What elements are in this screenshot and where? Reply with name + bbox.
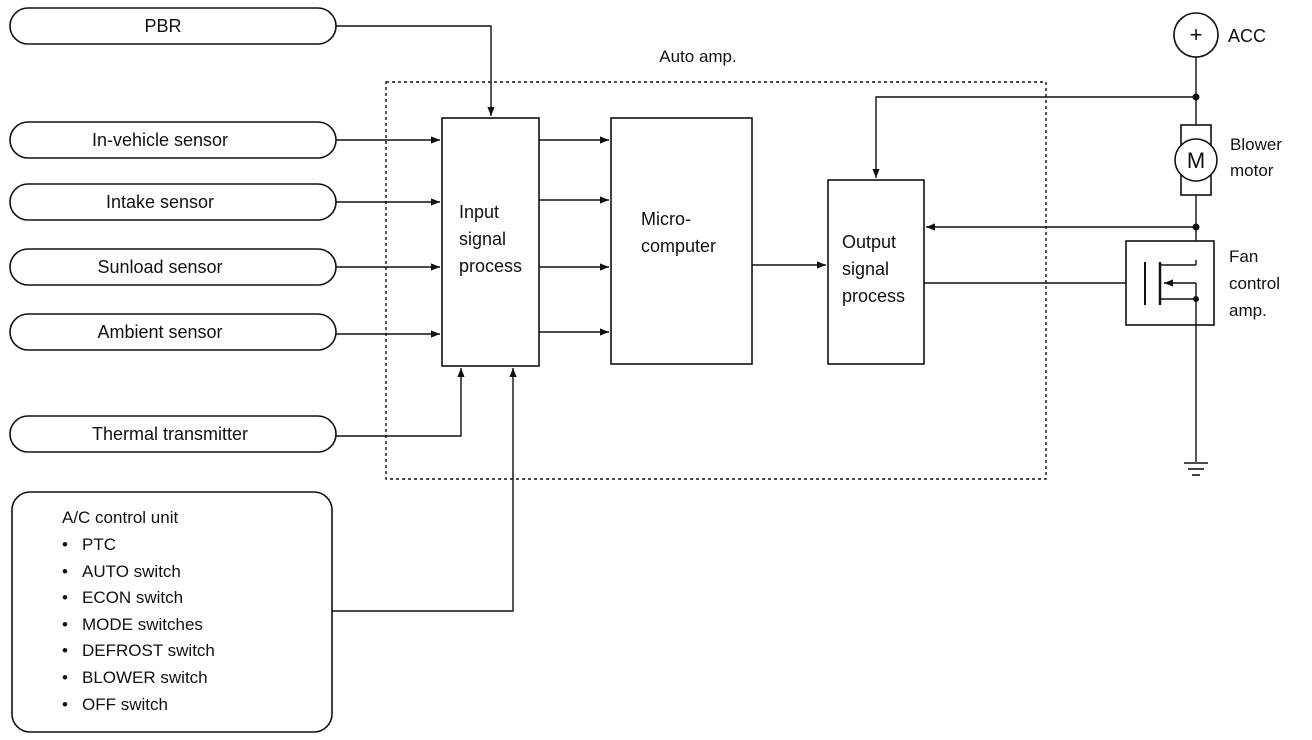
blower-motor: M Blower motor (1174, 124, 1282, 196)
micro-line1: Micro- (641, 209, 691, 229)
intake-sensor: Intake sensor (9, 183, 337, 221)
output-process-line1: Output (842, 232, 896, 252)
output-process-line3: process (842, 286, 905, 306)
ambient-sensor: Ambient sensor (9, 313, 337, 351)
input-signal-process-block: Input signal process (441, 117, 540, 367)
ac-item-mode-switches: MODE switches (82, 615, 203, 634)
fan-control-line3: amp. (1229, 301, 1267, 320)
pbr-input: PBR (9, 7, 337, 45)
input-process-line2: signal (459, 229, 506, 249)
ambient-sensor-label: Ambient sensor (97, 322, 222, 342)
acc-feedback-wire (872, 96, 1196, 178)
ac-item-econ-switch: ECON switch (82, 588, 183, 607)
junction-dot (1192, 93, 1200, 101)
microcomputer-block: Micro- computer (610, 117, 753, 365)
ac-item-off-switch: OFF switch (82, 695, 168, 714)
fan-control-line1: Fan (1229, 247, 1258, 266)
pbr-label: PBR (144, 16, 181, 36)
ground-icon (1184, 462, 1208, 476)
blower-motor-line1: Blower (1230, 135, 1282, 154)
ac-item-auto-switch: AUTO switch (82, 562, 181, 581)
output-process-line2: signal (842, 259, 889, 279)
acc-terminal: + ACC (1173, 12, 1266, 58)
auto-amp-boundary (385, 81, 1047, 480)
thermal-transmitter: Thermal transmitter (9, 415, 337, 453)
ac-item-blower-switch: BLOWER switch (82, 668, 208, 687)
ac-item-ptc: PTC (82, 535, 116, 554)
sunload-sensor: Sunload sensor (9, 248, 337, 286)
thermal-transmitter-label: Thermal transmitter (92, 424, 248, 444)
micro-line2: computer (641, 236, 716, 256)
fan-control-line2: control (1229, 274, 1280, 293)
ac-control-unit-title: A/C control unit (62, 508, 178, 527)
ac-control-unit: A/C control unit • PTC • AUTO switch • E… (11, 491, 333, 733)
motor-symbol: M (1187, 148, 1205, 173)
pbr-wire (336, 25, 495, 116)
ac-item-bullet: • (62, 588, 68, 607)
ac-item-bullet: • (62, 615, 68, 634)
intake-sensor-label: Intake sensor (106, 192, 214, 212)
plus-symbol: + (1190, 22, 1203, 47)
auto-amp-label: Auto amp. (659, 47, 737, 66)
blower-motor-line2: motor (1230, 161, 1274, 180)
output-signal-process-block: Output signal process (827, 179, 925, 365)
input-process-line3: process (459, 256, 522, 276)
ac-item-bullet: • (62, 641, 68, 660)
input-process-line1: Input (459, 202, 499, 222)
thermal-wire (336, 368, 465, 437)
ac-control-wire (332, 368, 517, 612)
junction-dot (1192, 223, 1200, 231)
ac-item-bullet: • (62, 562, 68, 581)
ac-item-bullet: • (62, 535, 68, 554)
ac-item-defrost-switch: DEFROST switch (82, 641, 215, 660)
in-vehicle-sensor: In-vehicle sensor (9, 121, 337, 159)
ac-item-bullet: • (62, 668, 68, 687)
in-vehicle-sensor-label: In-vehicle sensor (92, 130, 228, 150)
sunload-sensor-label: Sunload sensor (97, 257, 222, 277)
ac-item-bullet: • (62, 695, 68, 714)
fan-control-amp: Fan control amp. (1125, 240, 1280, 326)
acc-label: ACC (1228, 26, 1266, 46)
